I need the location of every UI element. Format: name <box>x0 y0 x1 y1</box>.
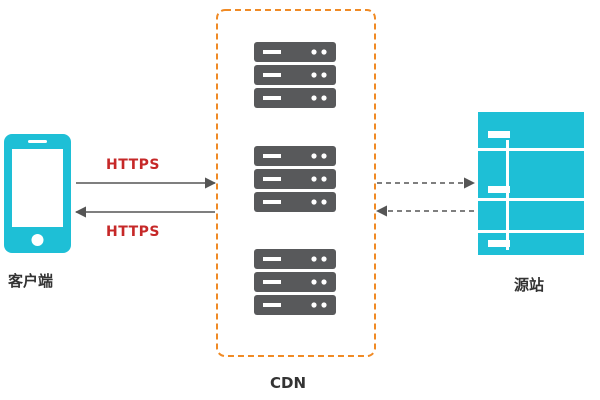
cdn-server-group <box>254 42 336 315</box>
cdn-label: CDN <box>270 374 307 392</box>
response-protocol-label: HTTPS <box>106 224 160 240</box>
client-label: 客户端 <box>8 272 54 290</box>
origin-label: 源站 <box>514 276 545 294</box>
origin-server-icon <box>478 112 584 255</box>
request-protocol-label: HTTPS <box>106 157 160 173</box>
cdn-container <box>216 9 376 357</box>
server-icon <box>254 249 336 315</box>
server-icon <box>254 146 336 212</box>
smartphone-icon <box>4 134 71 253</box>
server-icon <box>254 42 336 108</box>
